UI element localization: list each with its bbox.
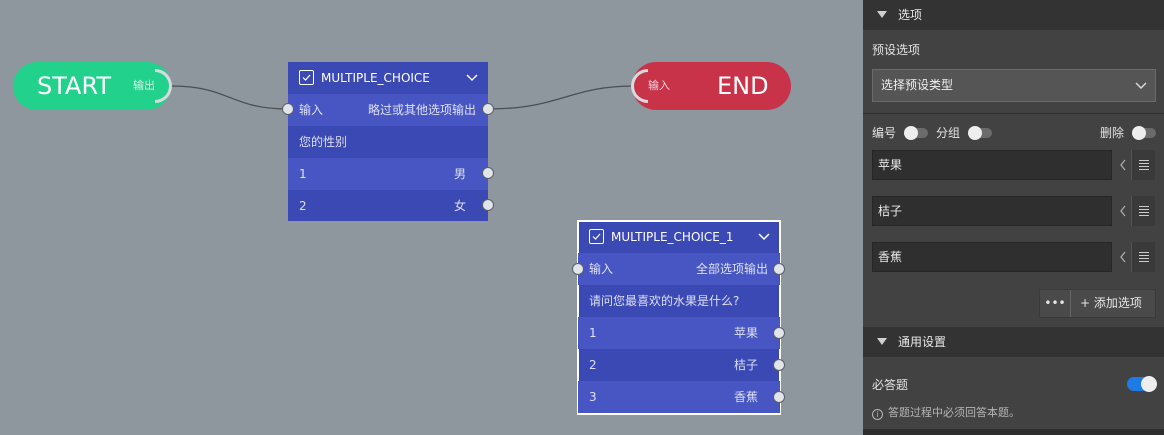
required-hint-text: 答题过程中必须回答本题。 [888, 406, 1020, 419]
chevron-down-icon [1135, 70, 1147, 113]
mc1-option-3-port[interactable] [773, 391, 785, 403]
mc-input-port[interactable] [282, 103, 294, 115]
option-number: 2 [589, 358, 597, 372]
node-header[interactable]: MULTIPLE_CHOICE [288, 62, 488, 94]
io-row: 输入 略过或其他选项输出 [288, 94, 488, 126]
output-label: 全部选项输出 [695, 262, 768, 276]
option-label: 香蕉 [733, 390, 758, 404]
node-title: MULTIPLE_CHOICE [321, 71, 430, 85]
end-label: END [717, 72, 769, 100]
mc-option-2-port[interactable] [482, 199, 494, 211]
mc1-option-1-port[interactable] [773, 327, 785, 339]
preset-label: 预设选项 [872, 43, 921, 57]
option-input[interactable]: 苹果 [872, 150, 1112, 180]
option-number: 1 [299, 167, 307, 181]
option-number: 3 [589, 390, 597, 404]
chevron-left-icon[interactable] [1118, 196, 1128, 226]
option-row: 2 桔子 [578, 349, 780, 381]
collapse-triangle-icon [877, 11, 887, 18]
grouping-label: 分组 [936, 126, 961, 140]
multiple-choice-node-selected[interactable]: MULTIPLE_CHOICE_1 输入 全部选项输出 请问您最喜欢的水果是什么… [577, 220, 781, 415]
properties-panel: 选项 预设选项 选择预设类型 编号 分组 删除 苹果 桔子 香蕉 ••• + 添… [863, 0, 1164, 435]
output-label: 略过或其他选项输出 [367, 103, 476, 117]
option-label: 桔子 [733, 358, 758, 372]
option-row: 2 女 [288, 190, 488, 222]
node-header[interactable]: MULTIPLE_CHOICE_1 [578, 221, 780, 253]
input-label: 输入 [589, 262, 614, 276]
numbering-label: 编号 [872, 126, 897, 140]
add-option-button[interactable]: ••• + 添加选项 [1039, 289, 1156, 318]
option-row: 1 男 [288, 158, 488, 190]
chevron-left-icon[interactable] [1118, 150, 1128, 180]
question-text: 您的性别 [299, 135, 348, 149]
checkbox-icon [589, 229, 604, 244]
general-section-header[interactable]: 通用设置 [863, 327, 1164, 357]
option-number: 2 [299, 199, 307, 213]
start-node[interactable]: START 输出 [13, 62, 172, 110]
delete-toggle[interactable] [1132, 126, 1156, 140]
multiple-choice-node[interactable]: MULTIPLE_CHOICE 输入 略过或其他选项输出 您的性别 1 男 2 … [288, 62, 488, 221]
mc1-output-port[interactable] [773, 263, 785, 275]
option-label: 女 [453, 199, 466, 213]
required-toggle[interactable] [1127, 376, 1157, 392]
start-label: START [37, 72, 112, 100]
chevron-left-icon[interactable] [1118, 242, 1128, 272]
drag-handle-icon[interactable] [1131, 150, 1155, 180]
option-number: 1 [589, 326, 597, 340]
end-input-label: 输入 [648, 79, 670, 92]
option-label: 苹果 [733, 326, 758, 340]
options-section-title: 选项 [898, 8, 923, 22]
add-option-label: + 添加选项 [1080, 296, 1142, 310]
preset-select-value: 选择预设类型 [881, 78, 954, 92]
question-row: 请问您最喜欢的水果是什么? [578, 285, 780, 317]
question-row: 您的性别 [288, 126, 488, 158]
start-output-label: 输出 [133, 79, 155, 92]
mc1-input-port[interactable] [572, 263, 584, 275]
preset-select[interactable]: 选择预设类型 [872, 69, 1156, 102]
flow-canvas[interactable]: START 输出 输入 END MULTIPLE_CHOICE 输入 略过或其他… [0, 0, 863, 435]
options-section-header[interactable]: 选项 [863, 0, 1164, 30]
drag-handle-icon[interactable] [1131, 242, 1155, 272]
divider [863, 113, 1164, 114]
drag-handle-icon[interactable] [1131, 196, 1155, 226]
mc1-option-2-port[interactable] [773, 359, 785, 371]
question-text: 请问您最喜欢的水果是什么? [589, 294, 740, 308]
wire-mc-to-end [487, 85, 635, 110]
mc-output-port[interactable] [482, 103, 494, 115]
io-row: 输入 全部选项输出 [578, 253, 780, 285]
panel-bottom-strip [863, 429, 1164, 435]
required-hint: i 答题过程中必须回答本题。 [872, 404, 1020, 420]
required-label: 必答题 [872, 378, 909, 392]
delete-label: 删除 [1100, 126, 1125, 140]
collapse-triangle-icon [877, 338, 887, 345]
general-section-title: 通用设置 [898, 335, 947, 349]
mc-option-1-port[interactable] [482, 167, 494, 179]
option-input[interactable]: 桔子 [872, 196, 1112, 226]
end-node[interactable]: 输入 END [631, 62, 791, 110]
info-icon: i [872, 409, 883, 420]
chevron-down-icon[interactable] [758, 221, 770, 265]
option-input[interactable]: 香蕉 [872, 242, 1112, 272]
input-label: 输入 [299, 103, 324, 117]
option-label: 男 [453, 167, 466, 181]
wire-start-to-mc [170, 85, 289, 110]
checkbox-icon [299, 70, 314, 85]
numbering-toggle[interactable] [904, 126, 928, 140]
more-icon[interactable]: ••• [1040, 290, 1071, 317]
chevron-down-icon[interactable] [466, 62, 478, 106]
node-title: MULTIPLE_CHOICE_1 [611, 230, 734, 244]
option-row: 1 苹果 [578, 317, 780, 349]
grouping-toggle[interactable] [968, 126, 992, 140]
option-row: 3 香蕉 [578, 381, 780, 413]
